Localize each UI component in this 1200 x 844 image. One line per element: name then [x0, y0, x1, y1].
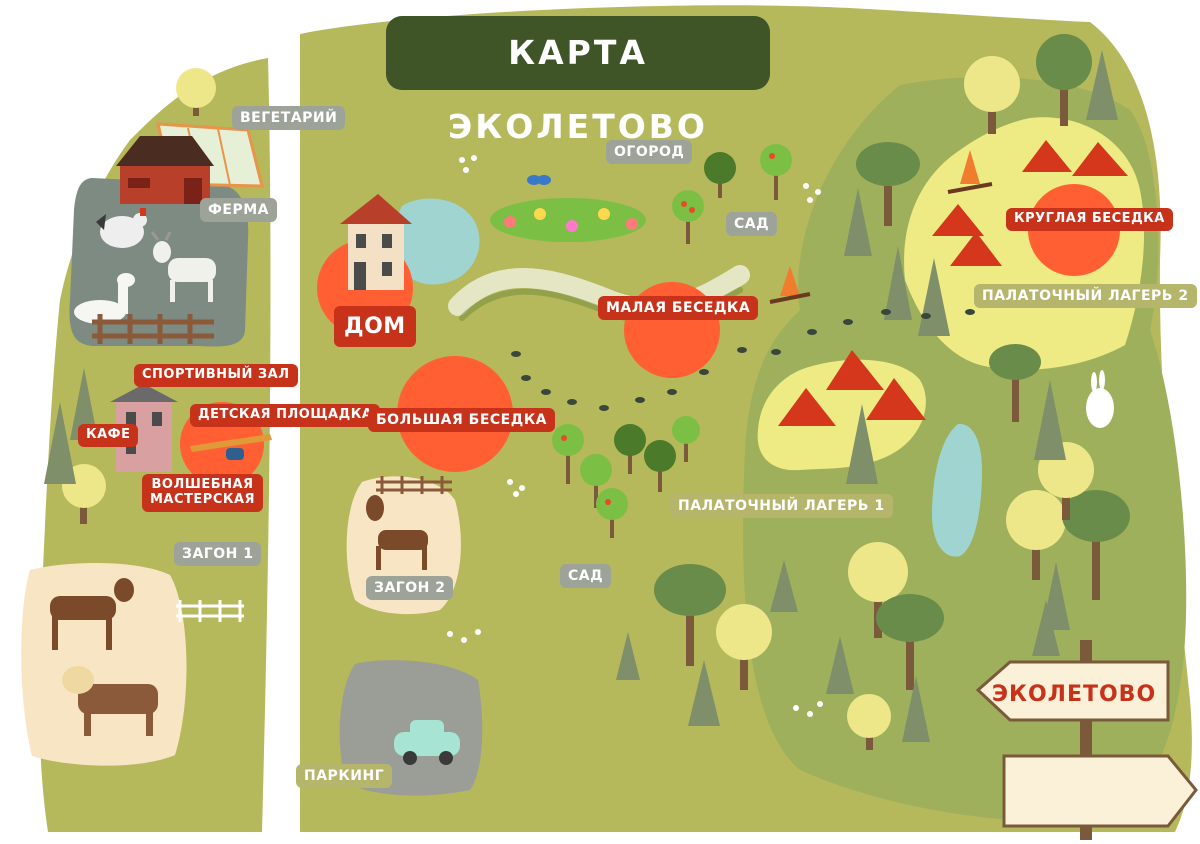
horse-pen1-icon: [50, 578, 134, 650]
tree-icon: [62, 34, 1130, 750]
tents-camp2: [932, 140, 1128, 266]
pen-1: [21, 563, 187, 766]
pebbles: [447, 155, 823, 717]
label-house: ДОМ: [334, 306, 416, 348]
label-camp1: ПАЛАТОЧНЫЙ ЛАГЕРЬ 1: [670, 494, 893, 519]
footprint-icon: [511, 309, 975, 411]
house-icon: [340, 194, 412, 290]
fence-pen2: [376, 476, 452, 494]
label-playground: ДЕТСКАЯ ПЛОЩАДКА: [190, 404, 381, 427]
label-small-gazebo: МАЛАЯ БЕСЕДКА: [598, 296, 759, 321]
fence-farm: [92, 314, 214, 344]
building-icon: [110, 384, 178, 472]
pine-tree-icon: [44, 50, 1118, 742]
llama-icon: [74, 273, 135, 324]
label-parking: ПАРКИНГ: [296, 764, 393, 789]
campfire-icon: [769, 150, 993, 304]
label-big-gazebo: БОЛЬШАЯ БЕСЕДКА: [368, 408, 555, 433]
label-pen1: ЗАГОН 1: [174, 542, 262, 567]
pony-icon: [62, 666, 158, 736]
butterfly-icon: [527, 175, 551, 185]
label-garden-plot: ОГОРОД: [606, 140, 693, 165]
label-cafe: КАФЕ: [78, 424, 139, 447]
label-workshop-line2: МАСТЕРСКАЯ: [150, 491, 256, 507]
map-title: КАРТА ЭКОЛЕТОВО: [386, 16, 770, 146]
signpost-text: ЭКОЛЕТОВО: [991, 682, 1157, 707]
fence-pen1: [176, 600, 244, 622]
label-orchard-bottom: САД: [560, 564, 612, 589]
label-farm: ФЕРМА: [200, 198, 277, 223]
label-pen2: ЗАГОН 2: [366, 576, 454, 601]
chicken-icon: [96, 208, 147, 248]
seesaw-icon: [190, 434, 272, 460]
label-round-gazebo: КРУГЛАЯ БЕСЕДКА: [1006, 208, 1173, 231]
signpost-icon: [975, 640, 1198, 840]
meadow-south: [757, 359, 926, 471]
hare-icon: [1086, 370, 1114, 428]
label-sports-hall: СПОРТИВНЫЙ ЗАЛ: [134, 364, 298, 387]
barn-icon: [116, 136, 214, 204]
pond: [394, 198, 480, 285]
lake: [932, 423, 982, 557]
label-workshop: ВОЛШЕБНАЯ МАСТЕРСКАЯ: [142, 474, 264, 512]
car-icon: [394, 720, 460, 765]
tents-camp1: [778, 350, 926, 426]
label-workshop-line1: ВОЛШЕБНАЯ: [151, 477, 254, 492]
label-camp2: ПАЛАТОЧНЫЙ ЛАГЕРЬ 2: [974, 284, 1197, 309]
flower-bed: [490, 198, 646, 242]
goat-icon: [150, 231, 216, 302]
label-vegetary: ВЕГЕТАРИЙ: [232, 106, 346, 131]
horse-icon: [366, 495, 428, 570]
label-orchard-top: САД: [726, 212, 778, 237]
